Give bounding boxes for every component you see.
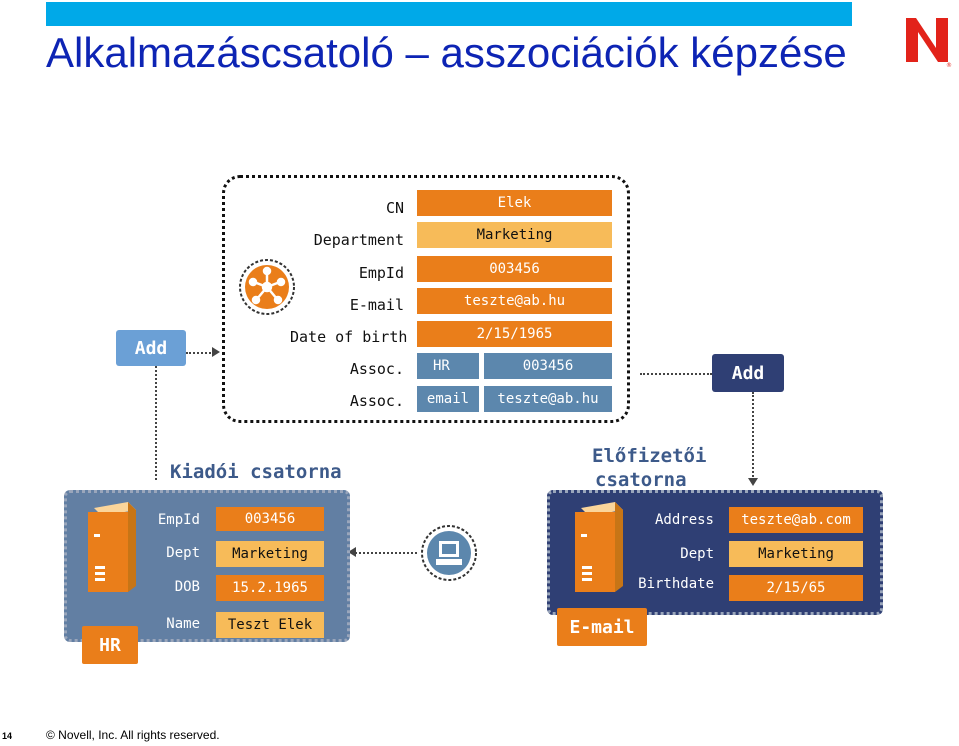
email-label-dept: Dept (680, 546, 714, 562)
email-value-birthdate: 2/15/65 (729, 575, 863, 601)
hr-value-name: Teszt Elek (216, 612, 324, 638)
attr-value-email: teszte@ab.hu (417, 288, 612, 314)
copyright-notice: © Novell, Inc. All rights reserved. (46, 728, 220, 742)
connector-center-to-publisher (355, 552, 417, 554)
email-value-address: teszte@ab.com (729, 507, 863, 533)
attr-label-cn: CN (385, 199, 404, 217)
email-label-birthdate: Birthdate (638, 576, 714, 592)
connector-add-down-publisher (155, 366, 157, 480)
slide-title: Alkalmazáscsatoló – asszociációk képzése (46, 29, 847, 76)
svg-text:®: ® (946, 62, 952, 68)
attr-value-department: Marketing (417, 222, 612, 248)
server-icon (88, 502, 136, 592)
hr-badge: HR (82, 626, 138, 664)
attr-label-assoc-hr: Assoc. (349, 360, 404, 378)
hr-label-empid: EmpId (157, 512, 200, 528)
connector-add-to-directory (186, 352, 214, 354)
subscriber-channel-label-1: Előfizetői (592, 445, 707, 467)
subscriber-channel-label-2: csatorna (595, 469, 687, 491)
hr-value-empid: 003456 (216, 507, 324, 531)
attr-value-dob: 2/15/1965 (417, 321, 612, 347)
hr-label-name: Name (166, 616, 200, 632)
email-badge: E-mail (557, 608, 647, 646)
server-icon (575, 502, 623, 592)
attr-label-empid: EmpId (358, 264, 404, 282)
directory-tree-icon (239, 259, 295, 315)
attr-value-cn: Elek (417, 190, 612, 216)
email-label-address: Address (654, 512, 714, 528)
computer-icon (421, 525, 477, 581)
email-value-dept: Marketing (729, 541, 863, 567)
attr-label-email: E-mail (349, 296, 404, 314)
header-bar (46, 2, 852, 26)
attr-label-assoc-email: Assoc. (349, 392, 404, 410)
hr-value-dept: Marketing (216, 541, 324, 567)
add-button-publisher[interactable]: Add (116, 330, 186, 366)
slide-number: 14 (2, 731, 13, 741)
attr-label-department: Department (313, 231, 404, 249)
hr-value-dob: 15.2.1965 (216, 575, 324, 601)
hr-label-dob: DOB (174, 579, 200, 595)
arrow-down-icon (748, 478, 758, 486)
assoc-value-hr: 003456 (484, 353, 612, 379)
arrow-right-icon (212, 347, 220, 357)
add-button-subscriber[interactable]: Add (712, 354, 784, 392)
assoc-system-hr: HR (417, 353, 479, 379)
arrow-left-icon (348, 547, 356, 557)
hr-label-dept: Dept (166, 545, 200, 561)
connector-directory-to-add (640, 373, 712, 375)
assoc-value-email: teszte@ab.hu (484, 386, 612, 412)
connector-add-down-subscriber (752, 392, 754, 480)
attr-value-empid: 003456 (417, 256, 612, 282)
publisher-channel-label: Kiadói csatorna (170, 461, 342, 483)
novell-logo-icon: ® (906, 18, 952, 68)
assoc-system-email: email (417, 386, 479, 412)
attr-label-dob: Date of birth (290, 328, 408, 346)
